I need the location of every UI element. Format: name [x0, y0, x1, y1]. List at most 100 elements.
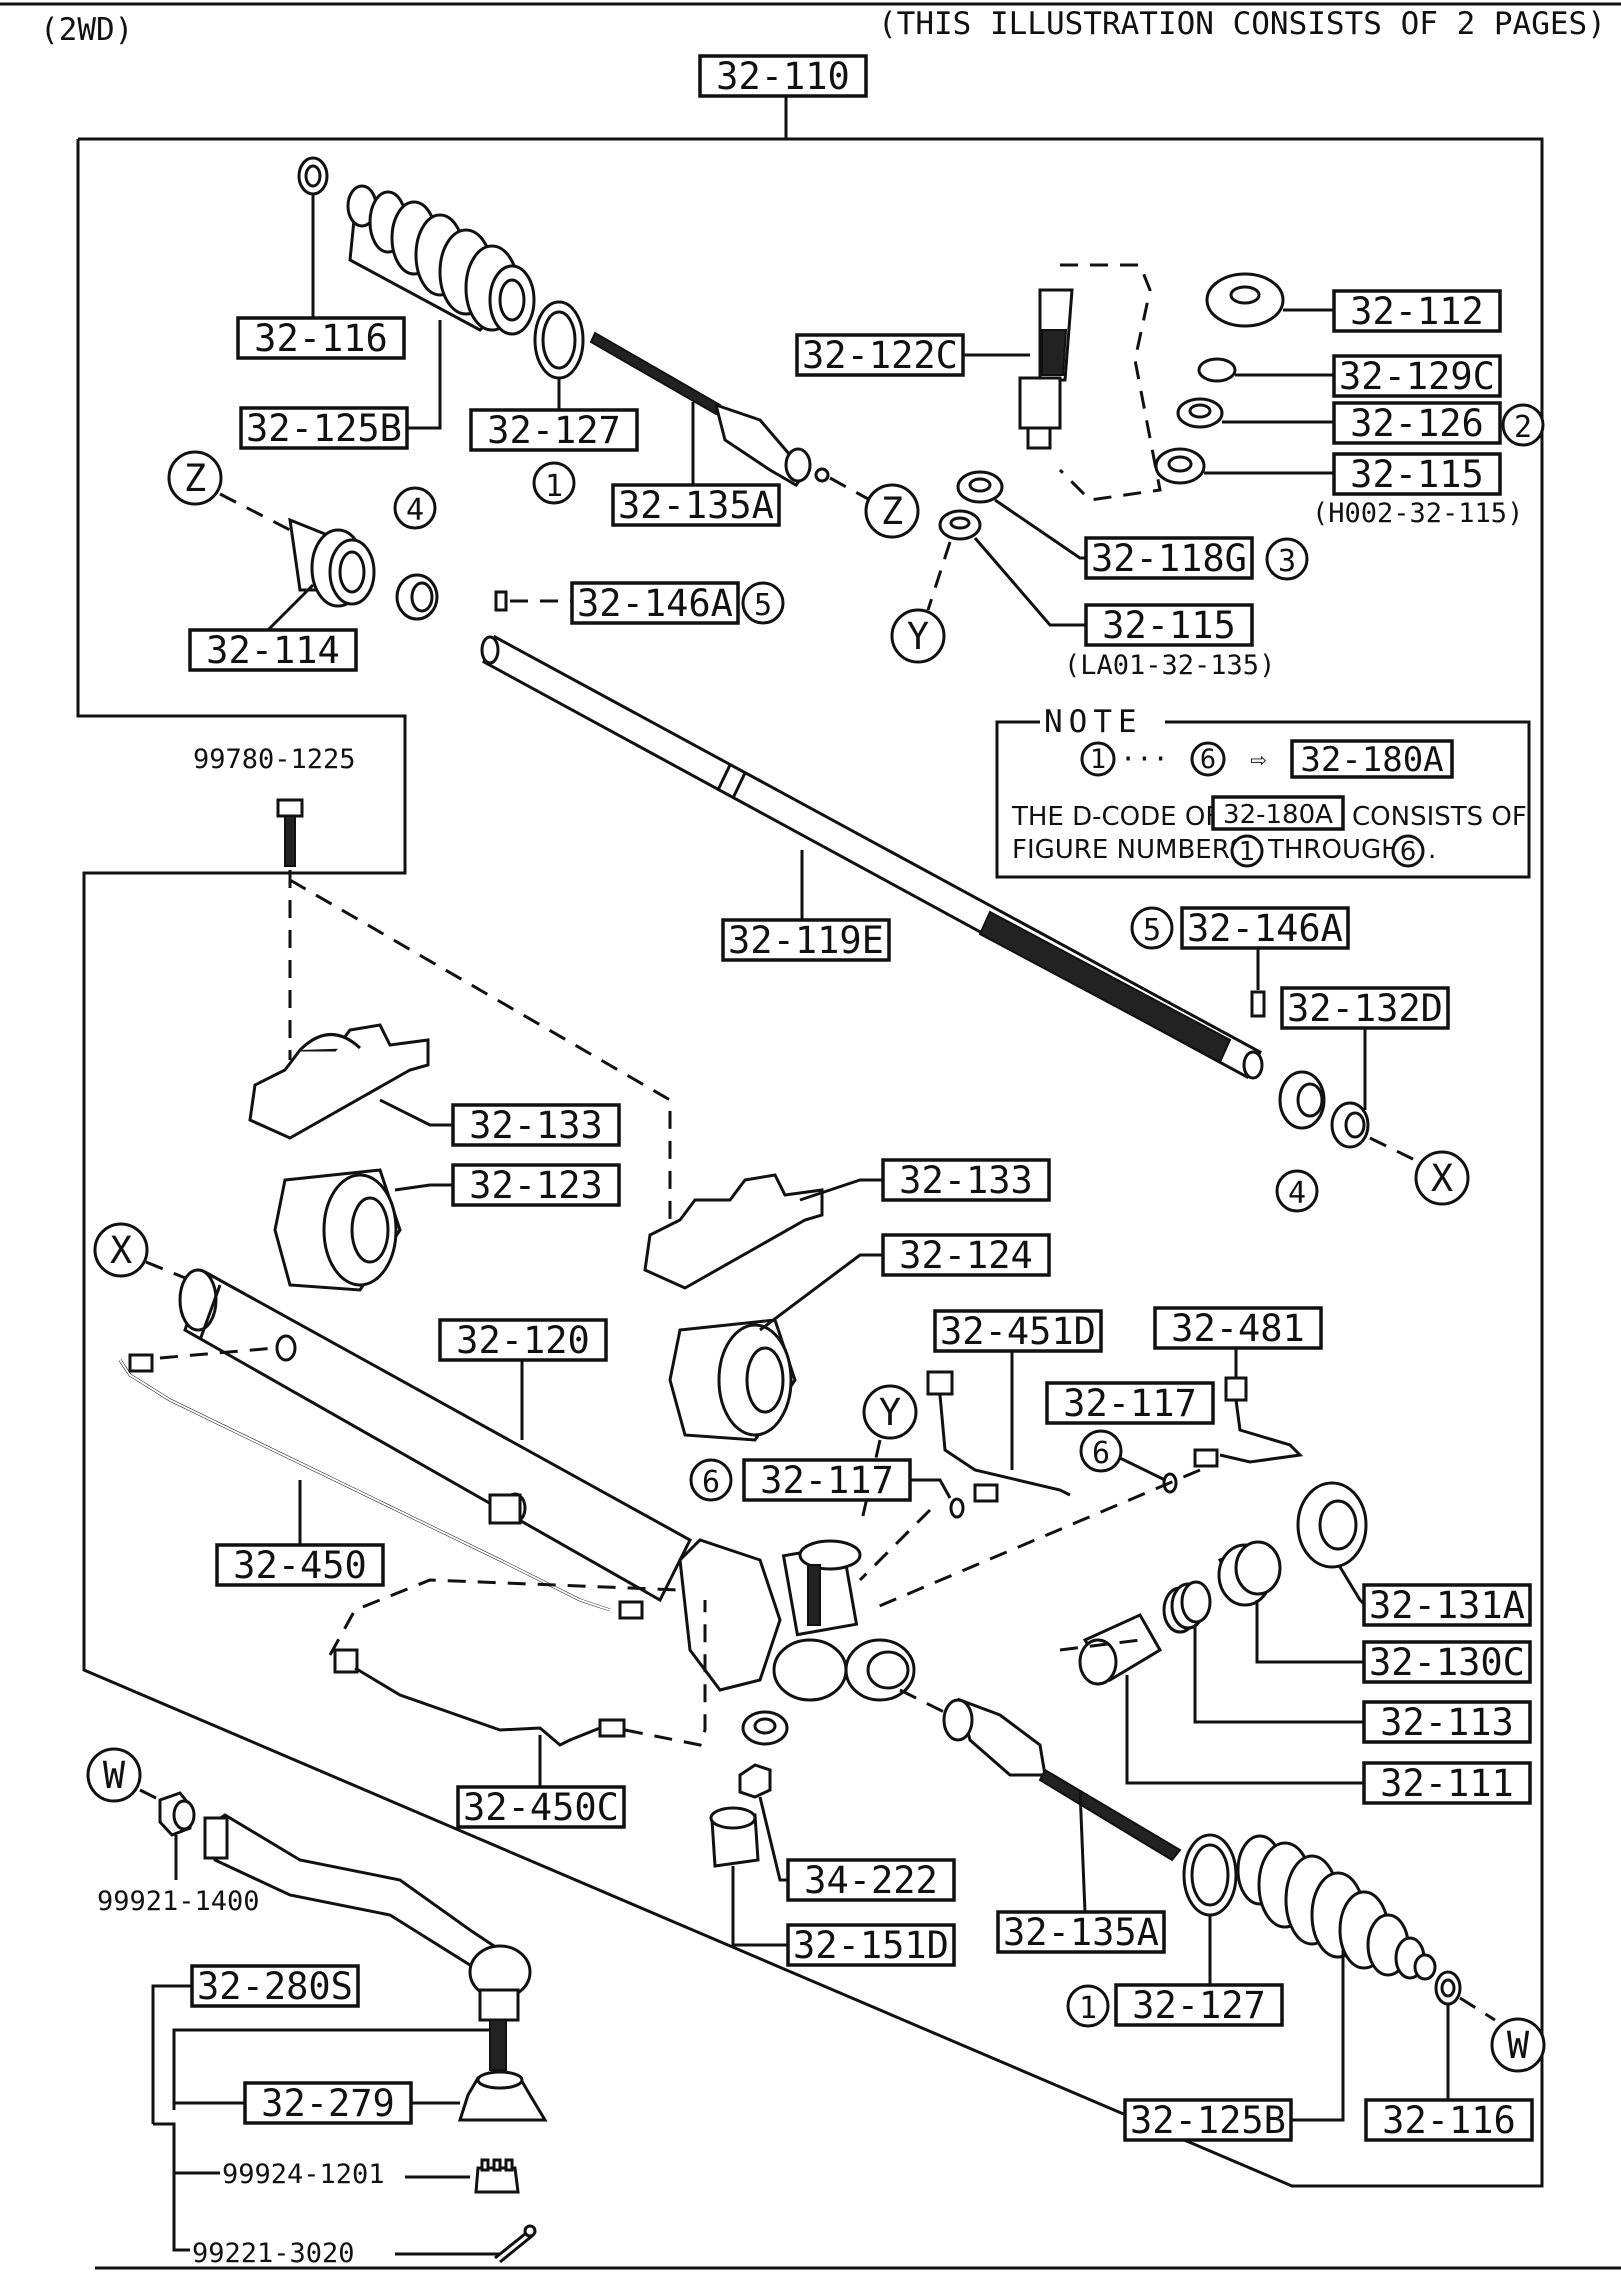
yoke-32-111-icon — [1078, 1613, 1163, 1686]
bearing-34-222-icon — [741, 1710, 789, 1746]
marker-4-top: 4 — [393, 486, 437, 530]
bearing-32-115-b-icon — [938, 509, 982, 541]
svg-text:32-110: 32-110 — [716, 55, 850, 98]
svg-text:32-280S: 32-280S — [197, 1965, 353, 2008]
bolt-icon — [276, 798, 304, 867]
svg-text:3: 3 — [1278, 544, 1296, 579]
svg-text:32-115: 32-115 — [1102, 604, 1236, 647]
label-32-120: 32-120 — [438, 1318, 608, 1362]
plug-icon — [494, 590, 508, 612]
washer-32-132D-icon — [1278, 1070, 1370, 1149]
svg-text:32-132D: 32-132D — [1287, 987, 1443, 1030]
marker-6-right: 6 — [1079, 1429, 1123, 1473]
lock-nut-icon — [158, 1791, 196, 1837]
marker-1-top: 1 — [532, 461, 576, 505]
svg-text:32-117: 32-117 — [760, 1459, 894, 1502]
marker-W-right: W — [1490, 2017, 1546, 2073]
marker-5-right: 5 — [1130, 906, 1174, 950]
svg-text:32-120: 32-120 — [456, 1319, 590, 1362]
marker-Y-top: Y — [890, 608, 946, 664]
svg-text:32-116: 32-116 — [1382, 2099, 1516, 2142]
svg-text:6: 6 — [702, 1465, 720, 1500]
svg-text:5: 5 — [1143, 913, 1161, 948]
marker-6-left: 6 — [689, 1458, 733, 1502]
pipe-32-451D-icon — [926, 1370, 1071, 1503]
tie-rod-end-icon — [203, 1813, 532, 2071]
label-32-133-right: 32-133 — [881, 1158, 1051, 1202]
svg-text:CONSISTS OF: CONSISTS OF — [1352, 802, 1527, 832]
svg-text:32-111: 32-111 — [1380, 1762, 1514, 1805]
label-32-110: 32-110 — [698, 54, 868, 98]
label-32-132D: 32-132D — [1280, 986, 1450, 1030]
svg-text:32-481: 32-481 — [1171, 1307, 1305, 1350]
label-32-111: 32-111 — [1362, 1761, 1532, 1805]
svg-text:W: W — [1507, 2024, 1530, 2067]
svg-text:6: 6 — [1200, 744, 1216, 775]
svg-text:Y: Y — [907, 615, 929, 658]
svg-text:32-131A: 32-131A — [1369, 1584, 1525, 1627]
bracket-right-icon — [643, 1173, 824, 1290]
svg-text:···: ··· — [1120, 744, 1169, 775]
svg-text:1: 1 — [1239, 837, 1256, 867]
tie-rod-icon — [589, 331, 830, 487]
svg-text:32-133: 32-133 — [469, 1104, 603, 1147]
svg-text:32-112: 32-112 — [1350, 290, 1484, 333]
svg-text:32-117: 32-117 — [1063, 1382, 1197, 1425]
seal-32-131A-icon — [1296, 1481, 1368, 1569]
svg-text:32-180A: 32-180A — [1223, 800, 1333, 830]
tie-rod-bottom-icon — [942, 1697, 1182, 1862]
svg-text:32-123: 32-123 — [469, 1164, 603, 1207]
label-32-146A-top: 32-146A — [570, 581, 740, 625]
marker-Z-right: Z — [864, 483, 920, 539]
label-32-135A-top: 32-135A — [611, 483, 781, 527]
label-32-119E: 32-119E — [721, 918, 891, 962]
label-32-481: 32-481 — [1153, 1306, 1323, 1350]
clamp-bottom-icon — [1434, 1970, 1462, 2006]
washer-32-118G-icon — [956, 470, 1004, 504]
valve-body-icon — [678, 1538, 916, 1702]
svg-text:Y: Y — [879, 1391, 901, 1434]
svg-text:1: 1 — [1079, 1991, 1097, 2026]
svg-text:X: X — [1431, 1157, 1453, 1200]
marker-W-left: W — [86, 1747, 142, 1803]
svg-text:32-127: 32-127 — [487, 409, 621, 452]
svg-text:.: . — [1428, 835, 1436, 865]
label-32-280S: 32-280S — [190, 1964, 360, 2008]
label-32-124: 32-124 — [881, 1233, 1051, 1277]
label-32-127-top: 32-127 — [469, 408, 639, 452]
bushing-icon — [288, 517, 376, 608]
boot-bellows-icon — [346, 184, 536, 336]
nut-34-222-icon — [738, 1763, 772, 1799]
clamp-icon — [297, 156, 329, 196]
svg-text:5: 5 — [754, 588, 772, 623]
svg-text:32-127: 32-127 — [1132, 1984, 1266, 2027]
marker-X-left: X — [93, 1222, 149, 1278]
label-32-116-top: 32-116 — [236, 316, 406, 360]
boot-bellows-bottom-icon — [1236, 1834, 1437, 1981]
label-32-126: 32-126 — [1332, 401, 1502, 445]
svg-text:6: 6 — [1400, 837, 1417, 867]
label-34-222: 34-222 — [786, 1858, 956, 1902]
svg-text:W: W — [103, 1754, 126, 1797]
svg-text:32-146A: 32-146A — [1187, 907, 1343, 950]
cotter-pin-icon — [494, 2224, 537, 2264]
label-32-135A-bottom: 32-135A — [996, 1910, 1166, 1954]
marker-1-bottom: 1 — [1066, 1984, 1110, 2028]
svg-text:32-451D: 32-451D — [940, 1310, 1096, 1353]
pipe-32-450-icon — [118, 1353, 644, 1620]
label-32-118G: 32-118G — [1084, 536, 1254, 580]
svg-text:32-129C: 32-129C — [1339, 355, 1495, 398]
label-32-127-bottom: 32-127 — [1114, 1983, 1284, 2027]
svg-text:4: 4 — [1288, 1176, 1306, 1211]
svg-text:32-122C: 32-122C — [802, 334, 958, 377]
svg-text:X: X — [110, 1229, 132, 1272]
svg-text:Z: Z — [881, 490, 903, 533]
svg-text:32-133: 32-133 — [899, 1159, 1033, 1202]
svg-text:32-135A: 32-135A — [618, 484, 774, 527]
bearing-32-112-icon — [1205, 272, 1285, 328]
label-32-450: 32-450 — [215, 1543, 385, 1587]
marker-Y-bottom: Y — [862, 1384, 918, 1440]
svg-text:32-125B: 32-125B — [1130, 2099, 1286, 2142]
svg-text:32-146A: 32-146A — [577, 582, 733, 625]
